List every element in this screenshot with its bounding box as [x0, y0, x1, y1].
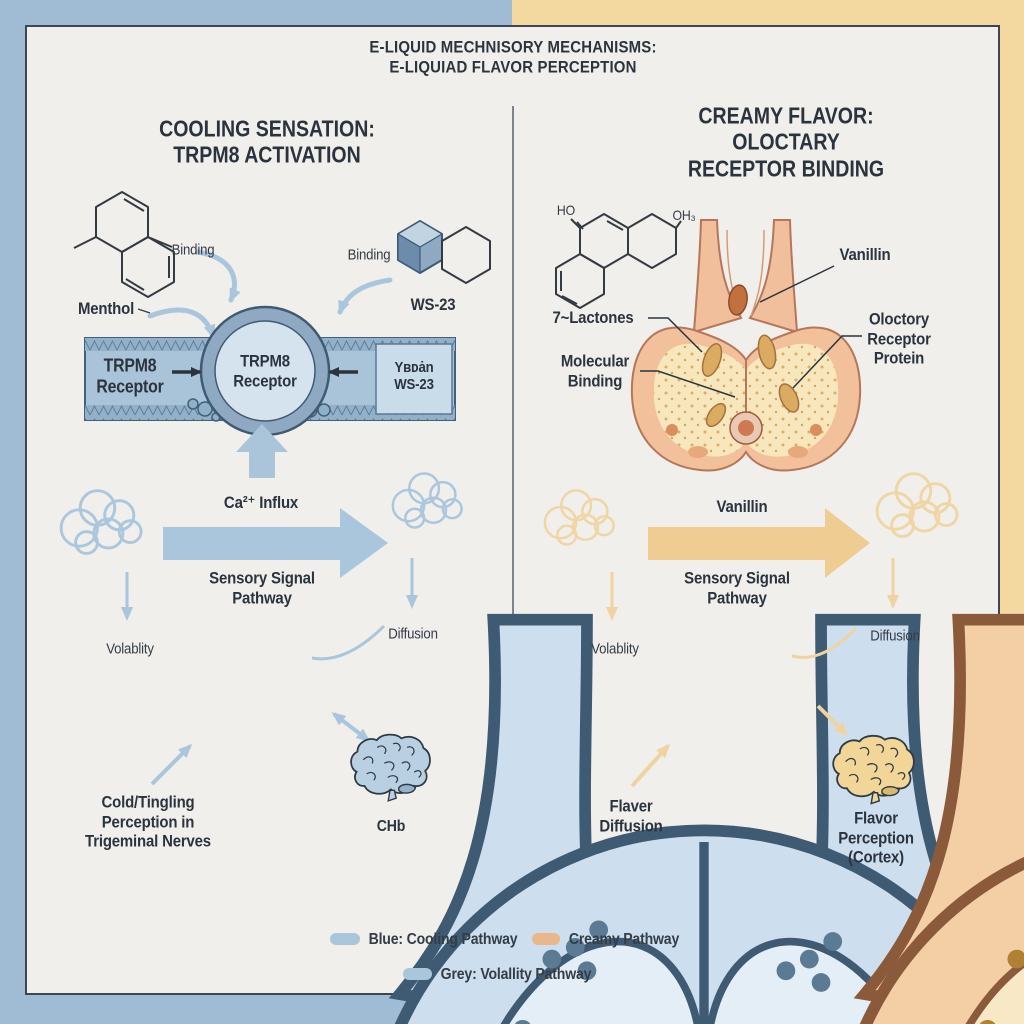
oh3-label: OH₃ — [672, 206, 696, 223]
binding-label-right: Binding — [347, 246, 391, 264]
legend-volatility-label: Grey: Volallity Pathway — [440, 965, 592, 983]
ca-influx-arrow — [236, 424, 288, 478]
channel-receptor-label: TRPM8 Receptor — [233, 351, 297, 390]
ca-influx-label: Ca²⁺ Influx — [223, 493, 299, 513]
chb-label: CHb — [376, 817, 406, 835]
ho-label: HO — [556, 201, 576, 218]
bud-brain-arrow-creamy — [816, 704, 849, 737]
cooling-diffusion-label: Diffusion — [388, 625, 438, 643]
vanillin-pointer-label: Vanillin — [839, 245, 891, 265]
perception-arrow-cooling — [150, 743, 193, 786]
brain-icon-cooling — [350, 733, 431, 802]
legend-cooling-swatch — [330, 933, 360, 945]
creamy-heading: CREAMY FLAVOR: OLOCTARY RECEPTOR BINDING — [687, 102, 885, 182]
legend-cooling-label: Blue: Cooling Pathway — [368, 930, 518, 948]
vapor-cloud-icon — [392, 473, 462, 528]
legend-creamy-swatch — [532, 933, 560, 945]
binding-arrows-cooling — [147, 249, 393, 339]
creamy-volatility-label: Volablity — [591, 640, 639, 658]
receptor-protein-label: Oloctory Receptor Protein — [867, 309, 931, 368]
legend-volatility-swatch — [403, 968, 432, 980]
binding-label-left: Binding — [171, 241, 215, 259]
cooling-diffusion-arc — [311, 624, 386, 661]
cooling-volatility-label: Volablity — [106, 640, 154, 658]
cooling-heading: COOLING SENSATION: TRPM8 ACTIVATION — [159, 115, 375, 168]
vanillin-molecule — [555, 213, 682, 309]
legend-creamy-label: Creamy Pathway — [568, 930, 680, 948]
cooling-down-arrows — [121, 558, 418, 621]
creamy-signal-label: Sensory Signal Pathway — [684, 568, 790, 607]
vapor-cloud-icon — [61, 490, 142, 554]
creamy-diffusion-label: Diffusion — [870, 627, 920, 645]
ws23-label: WS-23 — [410, 295, 456, 315]
page-title: E-LIQUID MECHNISORY MECHANISMS: E-LIQUIA… — [369, 37, 657, 76]
molecular-binding-label: Molecular Binding — [560, 351, 630, 390]
label-pointer-lines — [640, 265, 862, 398]
flavor-diffusion-label: Flaver Diffusion — [599, 796, 663, 835]
membrane-receptor-label: TRPM8 Receptor — [96, 355, 164, 396]
membrane-ws23-label: Yʙᴅȧn WS-23 — [394, 358, 434, 393]
menthol-molecule — [73, 191, 175, 298]
olfactory-bulb — [630, 219, 862, 472]
vapor-cloud-icon — [877, 473, 958, 537]
ws23-molecule — [397, 220, 491, 284]
perception-arrow-creamy — [630, 743, 671, 788]
cooling-perception-label: Cold/Tingling Perception in Trigeminal N… — [85, 792, 211, 851]
menthol-pointer-line — [137, 308, 151, 314]
vanillin-arrow-label: Vanillin — [716, 497, 768, 517]
bud-brain-arrow-cooling — [331, 712, 371, 742]
menthol-label: Menthol — [77, 299, 135, 319]
trpm8-channel — [199, 305, 331, 437]
creamy-perception-label: Flavor Perception (Cortex) — [838, 808, 914, 867]
creamy-pathway-arrow — [648, 508, 870, 578]
creamy-diffusion-arc — [791, 626, 858, 659]
vapor-cloud-icon — [544, 490, 614, 545]
creamy-down-arrows — [606, 558, 899, 621]
lactones-label: 7~Lactones — [552, 308, 634, 328]
cooling-signal-label: Sensory Signal Pathway — [209, 568, 315, 607]
cooling-pathway-arrow — [163, 508, 388, 578]
